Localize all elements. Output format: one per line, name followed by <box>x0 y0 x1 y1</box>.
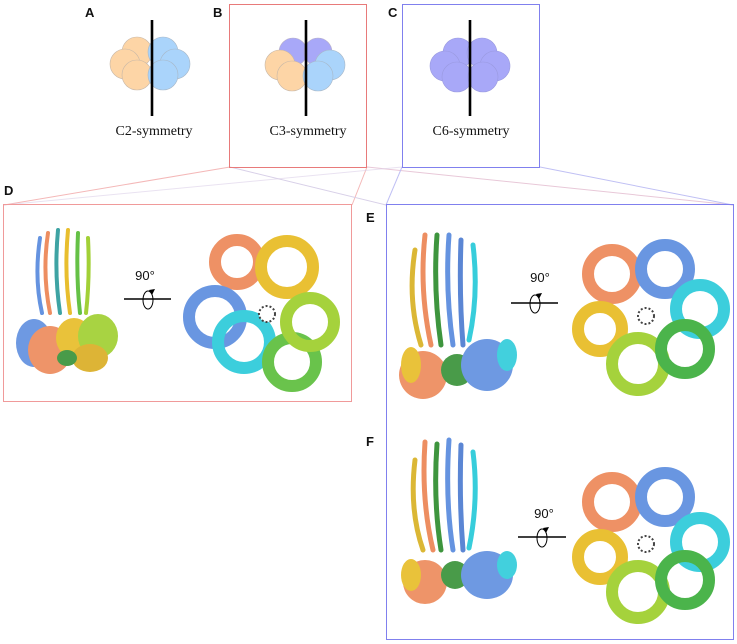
protein-side-view-e <box>399 232 517 399</box>
panel-c-frame <box>402 4 540 168</box>
panel-b-frame <box>229 4 367 168</box>
rotation-arrow-icon <box>518 527 566 548</box>
protein-side-view-d <box>16 228 118 374</box>
panel-label-f: F <box>366 434 374 449</box>
c6-symmetry-diagram <box>429 20 511 116</box>
rotation-label-f: 90° <box>534 506 554 521</box>
rotation-label-e: 90° <box>530 270 550 285</box>
caption-c3: C3-symmetry <box>269 124 347 139</box>
panel-label-d: D <box>4 183 14 198</box>
panel-d-frame <box>3 204 352 402</box>
c3-symmetry-diagram <box>264 20 346 116</box>
panel-ef-frame <box>386 204 734 640</box>
protein-top-view-e <box>572 239 730 396</box>
protein-side-view-f <box>401 437 517 604</box>
panel-label-a: A <box>85 5 95 20</box>
rotation-arrow-icon <box>124 289 171 310</box>
rotation-arrow-icon <box>511 293 558 314</box>
c2-symmetry-diagram <box>109 20 191 116</box>
panel-label-c: C <box>388 5 398 20</box>
caption-c2: C2-symmetry <box>115 124 193 139</box>
protein-top-view-f <box>572 467 730 624</box>
panel-label-b: B <box>213 5 223 20</box>
protein-top-view-d <box>183 234 340 392</box>
caption-c6: C6-symmetry <box>432 124 510 139</box>
rotation-label-d: 90° <box>135 268 155 283</box>
panel-label-e: E <box>366 210 375 225</box>
